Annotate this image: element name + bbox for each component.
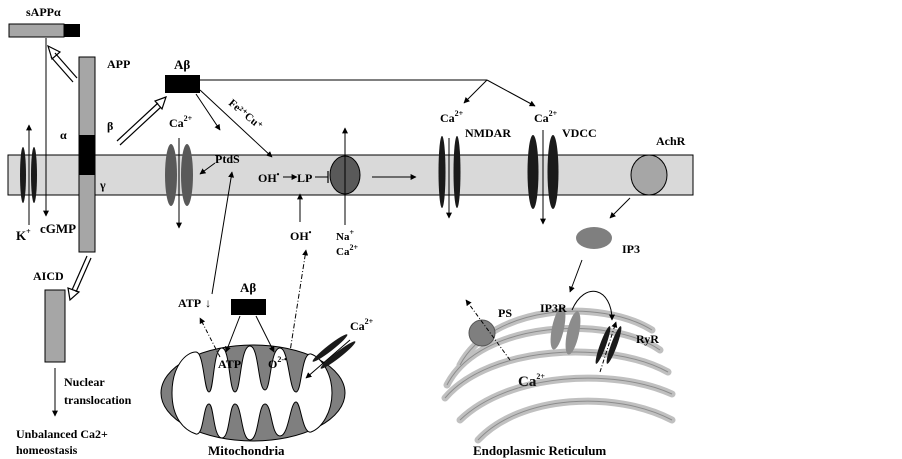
atp-mito-label: ATP	[218, 357, 241, 371]
calcium-label-left: Ca2+	[169, 114, 193, 130]
arrow-to-nmdar	[463, 79, 488, 104]
oh-lower-label: OH•	[290, 228, 312, 243]
vdcc-label: VDCC	[562, 126, 597, 140]
nmdar-label: NMDAR	[465, 126, 511, 140]
ptds-label: PtdS	[215, 152, 240, 166]
cgmp-label: cGMP	[40, 221, 76, 236]
alpha-label: α	[60, 128, 67, 142]
nmdar-channel-a	[438, 136, 446, 208]
ptds-to-channel-arrow	[199, 162, 216, 175]
abeta-to-ptds-arrow	[195, 93, 221, 131]
arrow-to-vdcc	[486, 79, 536, 107]
abeta-to-superoxide-arrow	[255, 315, 275, 353]
ip3r-channel-a	[550, 306, 566, 350]
abeta-label: Aβ	[174, 57, 190, 72]
mito-calcium-channel-a	[312, 334, 348, 362]
mito-calcium-influx-arrow	[305, 339, 351, 379]
nuclear-label: Nuclear	[64, 375, 105, 389]
atp-decrease-label: ATP↓	[178, 296, 211, 310]
atp-to-ptds-arrow	[211, 171, 235, 295]
double-arrow-to-aicd	[67, 255, 92, 302]
er-outline	[444, 310, 673, 441]
double-arrow-to-abeta	[116, 96, 167, 146]
gamma-label: γ	[99, 178, 106, 192]
calcium-channel-left-a	[165, 144, 177, 206]
mitochondrion-cristae	[171, 345, 333, 441]
atp-dashed-arrow	[199, 317, 221, 358]
ps-label: PS	[498, 306, 512, 320]
ip3-label: IP3	[622, 242, 640, 256]
beta-label: β	[107, 119, 113, 133]
ip3r-channel-b	[565, 311, 581, 355]
er-calcium-label: Ca2+	[518, 372, 545, 390]
ryr-channel-a	[595, 326, 611, 364]
calcium-nmdar-label: Ca2+	[440, 109, 464, 125]
translocation-label: translocation	[64, 393, 132, 407]
potassium-channel-left	[20, 147, 26, 203]
abeta-peptide	[165, 75, 200, 93]
nmdar-channel-b	[453, 136, 461, 208]
ip3-molecule	[576, 227, 612, 249]
unbalanced-label-2: homeostasis	[16, 443, 78, 457]
mito-calcium-channel-b	[320, 341, 356, 369]
abeta-to-atp-arrow	[225, 315, 241, 353]
ryr-channel-b	[606, 326, 622, 364]
aicd-fragment	[44, 289, 66, 363]
app-label: APP	[107, 57, 130, 71]
er-label: Endoplasmic Reticulum	[473, 443, 606, 458]
sappa-label: sAPPα	[26, 5, 61, 19]
calcium-channel-label: Ca2+	[336, 243, 358, 258]
presenilin-ps	[468, 319, 496, 347]
unbalanced-label-1: Unbalanced Ca2+	[16, 427, 108, 441]
sodium-label: Na+	[336, 228, 354, 243]
superoxide-label: O2-•	[268, 355, 287, 371]
potassium-label: K+	[16, 227, 31, 243]
potassium-channel-right	[31, 147, 37, 203]
fe-cu-label: Fe²⁺Cu⁺	[226, 97, 265, 132]
abeta-to-oh-arrow	[199, 89, 273, 158]
ip3r-label: IP3R	[540, 301, 567, 315]
ps-dashed-arrow	[465, 299, 511, 361]
vdcc-channel-b	[547, 135, 559, 209]
aicd-label: AICD	[33, 269, 64, 283]
achr-label: AchR	[656, 134, 686, 148]
sappa-fragment	[8, 23, 80, 38]
calcium-channel-left-b	[181, 144, 193, 206]
achr-receptor	[630, 154, 668, 196]
calcium-vdcc-label: Ca2+	[534, 109, 558, 125]
achr-to-ip3-arrow	[609, 197, 631, 219]
app-beta-region	[79, 135, 95, 175]
mitochondria-label: Mitochondria	[208, 443, 285, 458]
vdcc-channel-a	[527, 135, 539, 209]
ip3r-to-ryr-arrow	[571, 290, 615, 321]
mito-calcium-label: Ca2+	[350, 317, 374, 333]
superoxide-to-oh-arrow	[288, 249, 309, 359]
ryr-label: RyR	[636, 332, 659, 346]
lp-label: LP	[297, 171, 312, 185]
double-arrow-to-sappa	[47, 44, 78, 83]
ip3-to-ip3r-arrow	[569, 259, 583, 293]
oh-radical-label: OH•	[258, 170, 280, 185]
abeta-mito-label: Aβ	[240, 280, 256, 295]
abeta-mito-peptide	[231, 299, 266, 315]
